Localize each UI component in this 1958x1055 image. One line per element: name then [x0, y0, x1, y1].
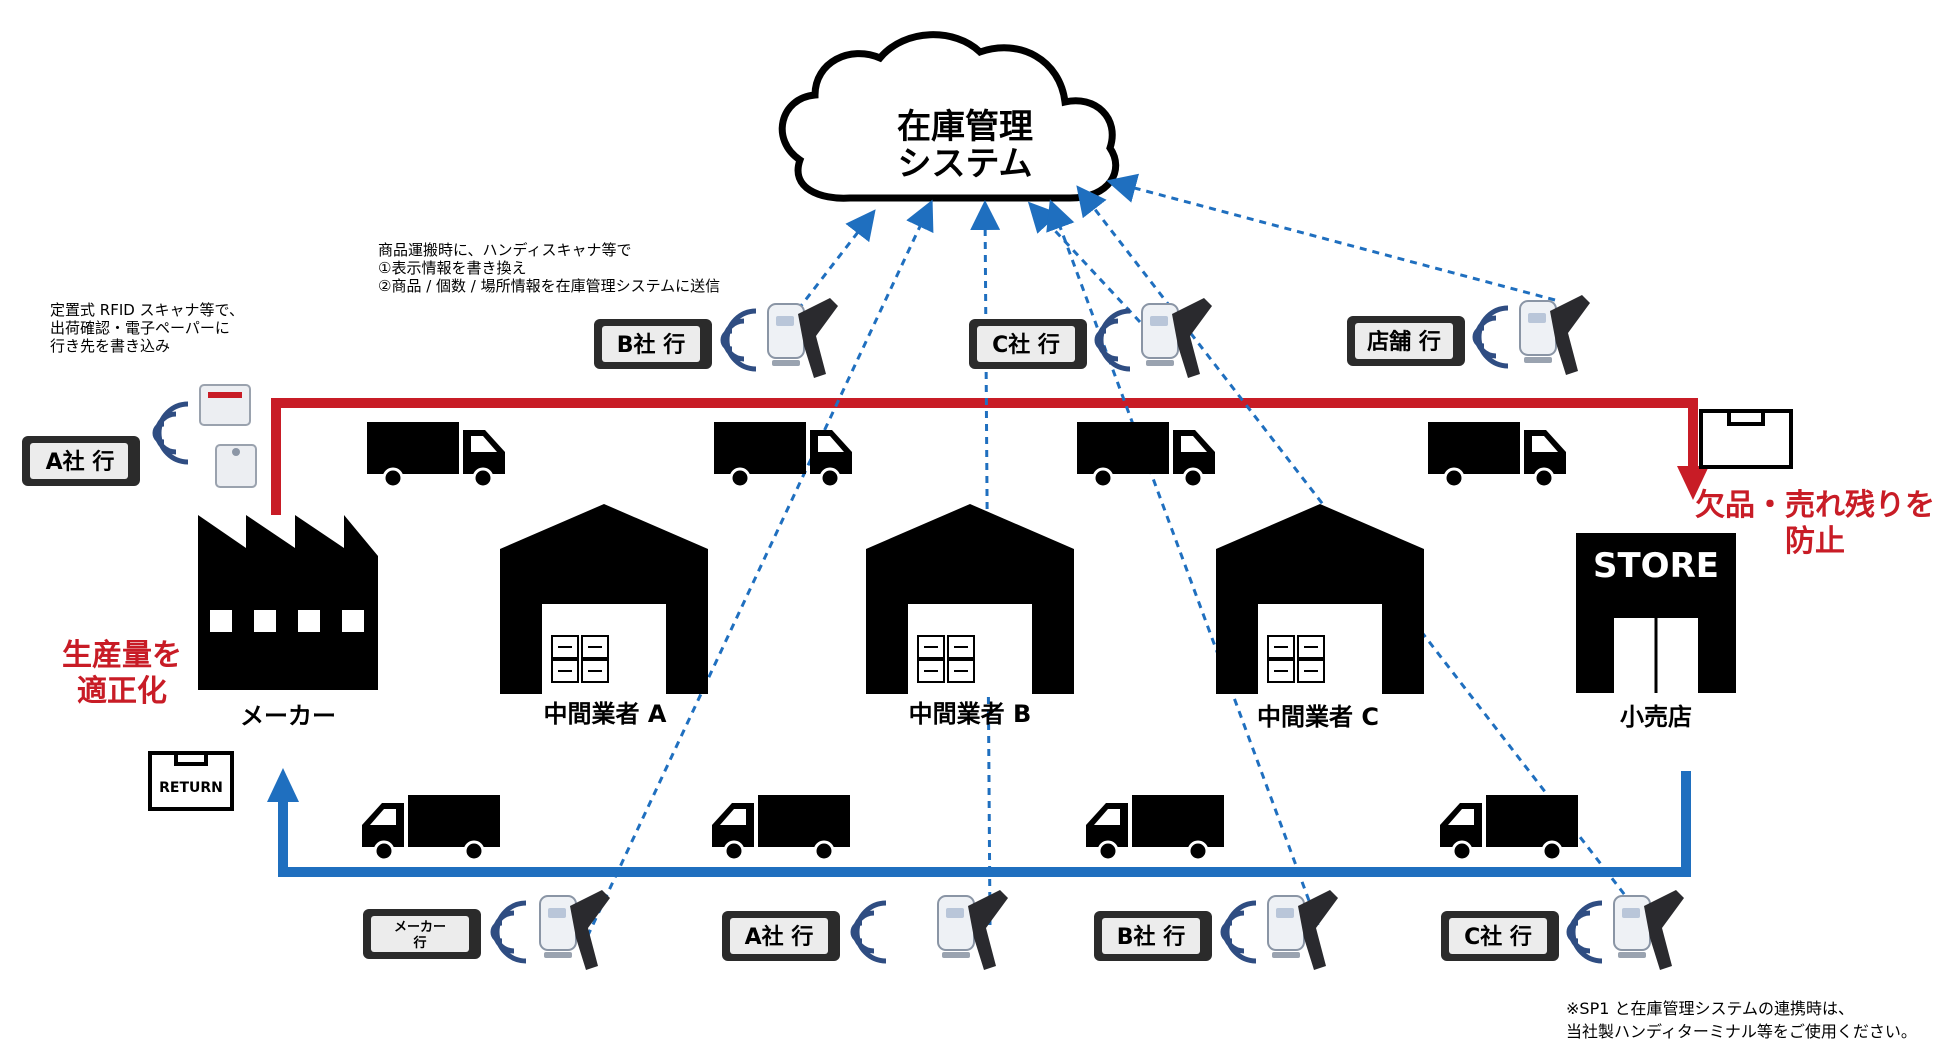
return-flow-arrowhead	[267, 768, 299, 802]
mid-a-label: 中間業者 A	[544, 700, 667, 728]
tag-bottom-maker	[363, 909, 481, 959]
return-box-icon	[148, 751, 234, 811]
handheld-scanner-top-b-icon	[723, 297, 839, 379]
footnote-2: 当社製ハンディターミナル等をご使用ください。	[1566, 1022, 1917, 1041]
tag-top-left-label: A社 行	[46, 449, 115, 475]
truck-top-4-icon	[1426, 420, 1568, 489]
link-top-c	[1027, 201, 1142, 324]
tag-bottom-a	[722, 911, 840, 961]
tag-bottom-maker-line2: 行	[412, 935, 426, 951]
handheld-scanner-bottom-maker-icon	[493, 889, 611, 971]
mid-c-label: 中間業者 C	[1257, 703, 1379, 731]
forward-flow-line	[271, 398, 1698, 515]
handheld-scanner-bottom-b-icon	[1223, 889, 1339, 971]
retail-label: 小売店	[1620, 703, 1692, 731]
callout-right-line2: 防止	[1785, 524, 1845, 559]
return-flow-line	[278, 771, 1691, 877]
truck-top-2-icon	[712, 420, 854, 489]
tag-top-b	[594, 319, 712, 369]
mid-b-label: 中間業者 B	[909, 700, 1032, 728]
forward-flow-arrowhead	[1677, 466, 1709, 500]
handheld-scanner-bottom-c-icon	[1569, 889, 1685, 971]
truck-top-1-icon	[365, 420, 507, 489]
truck-top-3-icon	[1075, 420, 1217, 489]
handheld-scanner-bottom-a-icon	[853, 889, 1009, 971]
link-top-store	[1106, 173, 1556, 302]
warehouse-b-icon	[865, 503, 1075, 695]
tag-top-store-label: 店舗 行	[1367, 329, 1441, 355]
return-box-label: RETURN	[159, 780, 223, 796]
truck-bottom-3-icon	[1084, 793, 1226, 862]
tag-bottom-b	[1094, 911, 1212, 961]
fixed-reader-note-2: 出荷確認・電子ペーパーに	[50, 319, 230, 337]
handy-note-1: 商品運搬時に、ハンディスキャナ等で	[378, 241, 632, 259]
tag-top-b-label: B社 行	[617, 332, 685, 358]
store-icon	[1576, 533, 1736, 693]
footnote-1: ※SP1 と在庫管理システムの連携時は、	[1566, 999, 1854, 1018]
tag-bottom-maker-line1: メーカー	[394, 920, 446, 935]
tag-bottom-a-label: A社 行	[745, 924, 814, 950]
truck-bottom-2-icon	[710, 793, 852, 862]
handy-note-3: ②商品 / 個数 / 場所情報を在庫管理システムに送信	[378, 277, 720, 295]
warehouse-a-icon	[499, 503, 709, 695]
tag-bottom-b-label: B社 行	[1117, 924, 1185, 950]
tag-top-left	[22, 436, 140, 486]
tag-bottom-c	[1441, 911, 1559, 961]
store-sign: STORE	[1593, 546, 1719, 586]
link-bottom-b	[1046, 199, 1320, 926]
empty-box-icon	[1699, 409, 1793, 469]
tag-top-store	[1347, 316, 1465, 366]
warehouse-c-icon	[1215, 503, 1425, 695]
tag-top-c	[969, 319, 1087, 369]
fixed-rfid-reader-icon	[155, 384, 257, 488]
cloud-title-line1: 在庫管理	[897, 107, 1033, 147]
truck-bottom-1-icon	[360, 793, 502, 862]
truck-bottom-4-icon	[1438, 793, 1580, 862]
factory-icon	[198, 515, 378, 690]
link-top-b	[788, 209, 876, 321]
maker-label: メーカー	[240, 702, 336, 730]
callout-left-line1: 生産量を	[62, 638, 182, 673]
tag-top-c-label: C社 行	[992, 332, 1060, 358]
link-bottom-maker	[580, 199, 934, 949]
callout-left-line2: 適正化	[77, 674, 167, 709]
inventory-system-cloud	[778, 31, 1120, 202]
fixed-reader-note-1: 定置式 RFID スキャナ等で、	[50, 301, 244, 319]
handy-note-2: ①表示情報を書き換え	[378, 259, 526, 277]
tag-bottom-c-label: C社 行	[1464, 924, 1532, 950]
handheld-scanner-top-store-icon	[1475, 294, 1591, 376]
cloud-title-line2: システム	[898, 144, 1033, 184]
fixed-reader-note-3: 行き先を書き込み	[50, 337, 170, 355]
callout-right-line1: 欠品・売れ残りを	[1695, 488, 1935, 523]
